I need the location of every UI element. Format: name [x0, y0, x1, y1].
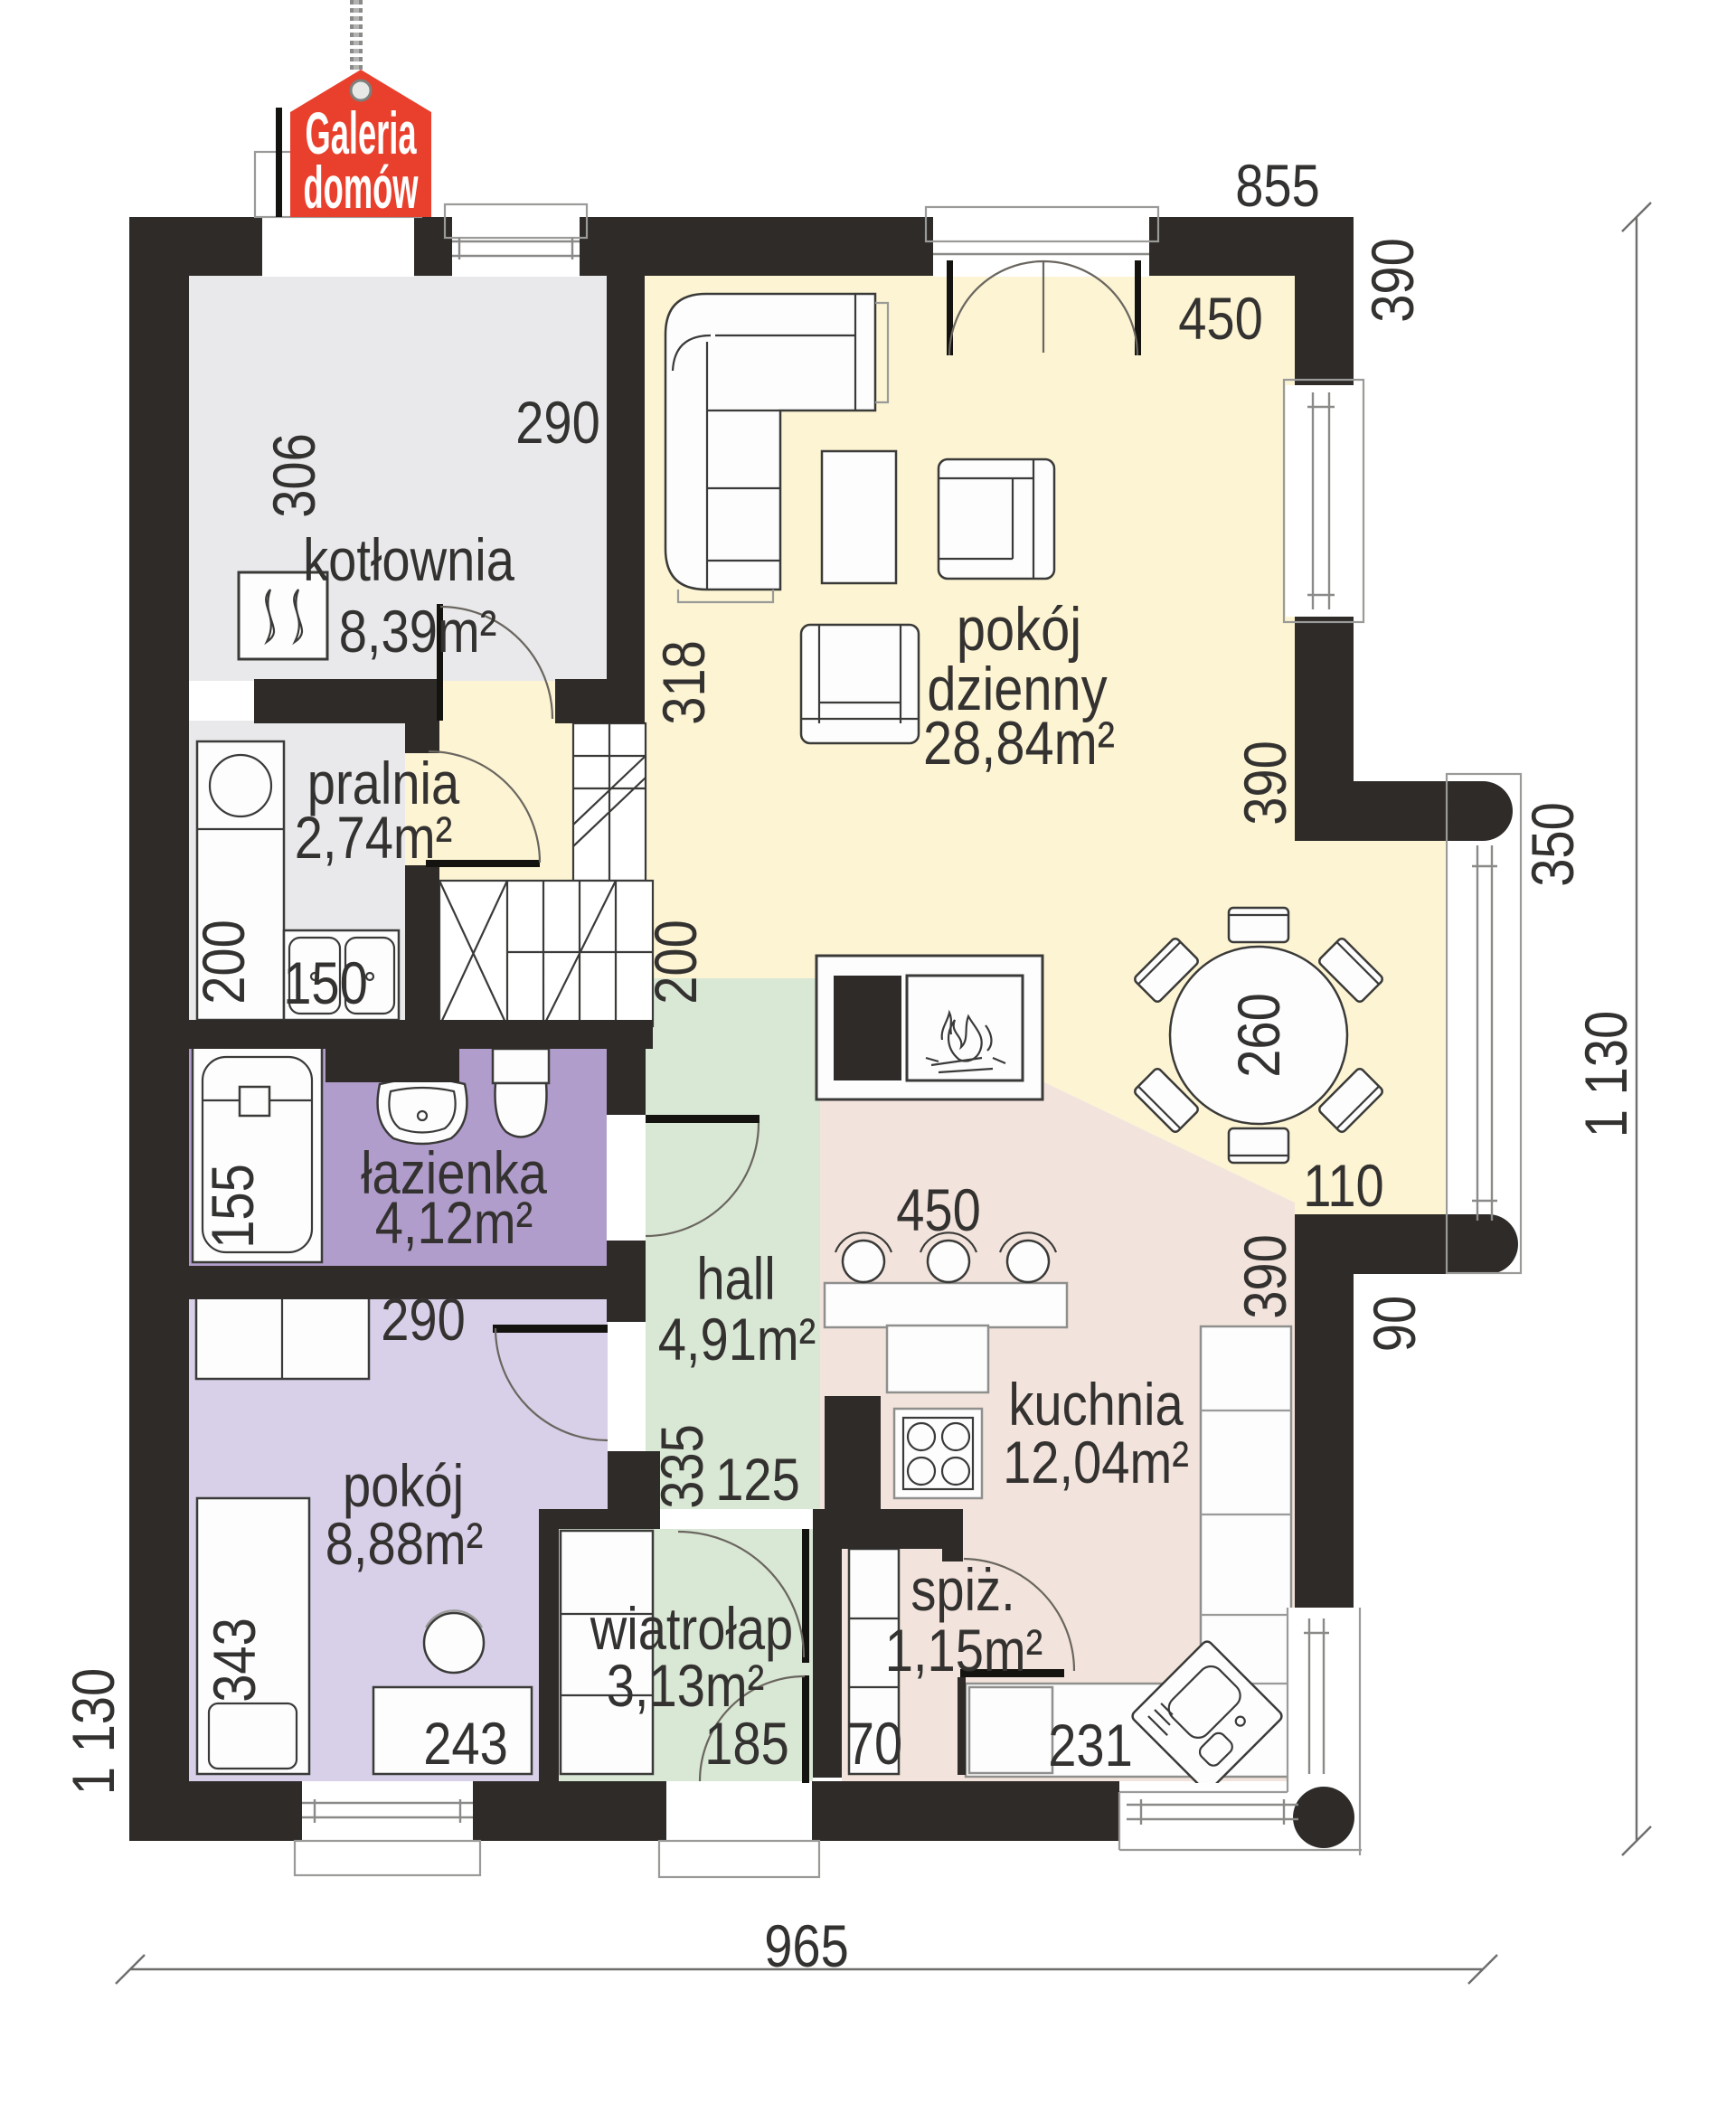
svg-text:306: 306: [261, 433, 327, 518]
svg-text:4,91m²: 4,91m²: [658, 1307, 816, 1373]
svg-text:200: 200: [191, 920, 257, 1005]
svg-text:2,74m²: 2,74m²: [295, 805, 453, 871]
svg-text:155: 155: [200, 1164, 266, 1249]
svg-text:343: 343: [202, 1618, 268, 1703]
svg-text:wiatrołap: wiatrołap: [590, 1596, 793, 1662]
svg-text:kuchnia: kuchnia: [1008, 1372, 1184, 1438]
svg-text:1,15m²: 1,15m²: [885, 1618, 1043, 1684]
svg-text:350: 350: [1520, 802, 1586, 887]
svg-text:200: 200: [643, 920, 709, 1005]
svg-text:965: 965: [764, 1913, 849, 1979]
svg-text:290: 290: [515, 390, 600, 456]
svg-text:110: 110: [1303, 1153, 1383, 1219]
svg-text:dzienny: dzienny: [927, 656, 1108, 723]
svg-text:kotłownia: kotłownia: [303, 527, 515, 593]
svg-text:domów: domów: [303, 156, 418, 222]
svg-text:150: 150: [283, 950, 368, 1016]
svg-text:12,04m²: 12,04m²: [1003, 1429, 1189, 1495]
svg-text:Galeria: Galeria: [305, 101, 416, 167]
svg-text:390: 390: [1360, 238, 1426, 323]
svg-text:125: 125: [715, 1447, 800, 1513]
svg-text:231: 231: [1048, 1712, 1133, 1778]
svg-text:185: 185: [704, 1711, 789, 1777]
svg-text:855: 855: [1235, 153, 1320, 219]
svg-text:28,84m²: 28,84m²: [923, 710, 1115, 778]
svg-text:pokój: pokój: [957, 596, 1081, 664]
svg-text:3,13m²: 3,13m²: [607, 1653, 765, 1719]
svg-text:łazienka: łazienka: [361, 1140, 548, 1206]
svg-text:8,39m²: 8,39m²: [339, 599, 497, 665]
svg-text:260: 260: [1226, 993, 1292, 1078]
svg-text:pokój: pokój: [343, 1453, 464, 1519]
svg-text:hall: hall: [696, 1246, 775, 1312]
svg-text:90: 90: [1362, 1296, 1428, 1352]
svg-text:290: 290: [381, 1287, 466, 1353]
svg-text:390: 390: [1232, 1234, 1298, 1319]
svg-text:318: 318: [651, 640, 717, 725]
svg-text:pralnia: pralnia: [307, 750, 460, 816]
svg-text:70: 70: [846, 1711, 902, 1777]
svg-text:1 130: 1 130: [1573, 1011, 1639, 1137]
svg-text:450: 450: [896, 1177, 981, 1243]
svg-text:390: 390: [1232, 741, 1298, 826]
svg-text:243: 243: [423, 1711, 508, 1777]
svg-text:spiż.: spiż.: [910, 1557, 1014, 1623]
svg-text:335: 335: [649, 1424, 715, 1509]
svg-text:1 130: 1 130: [61, 1668, 127, 1795]
svg-text:4,12m²: 4,12m²: [375, 1190, 533, 1256]
svg-text:8,88m²: 8,88m²: [326, 1511, 484, 1577]
svg-text:450: 450: [1178, 286, 1263, 352]
